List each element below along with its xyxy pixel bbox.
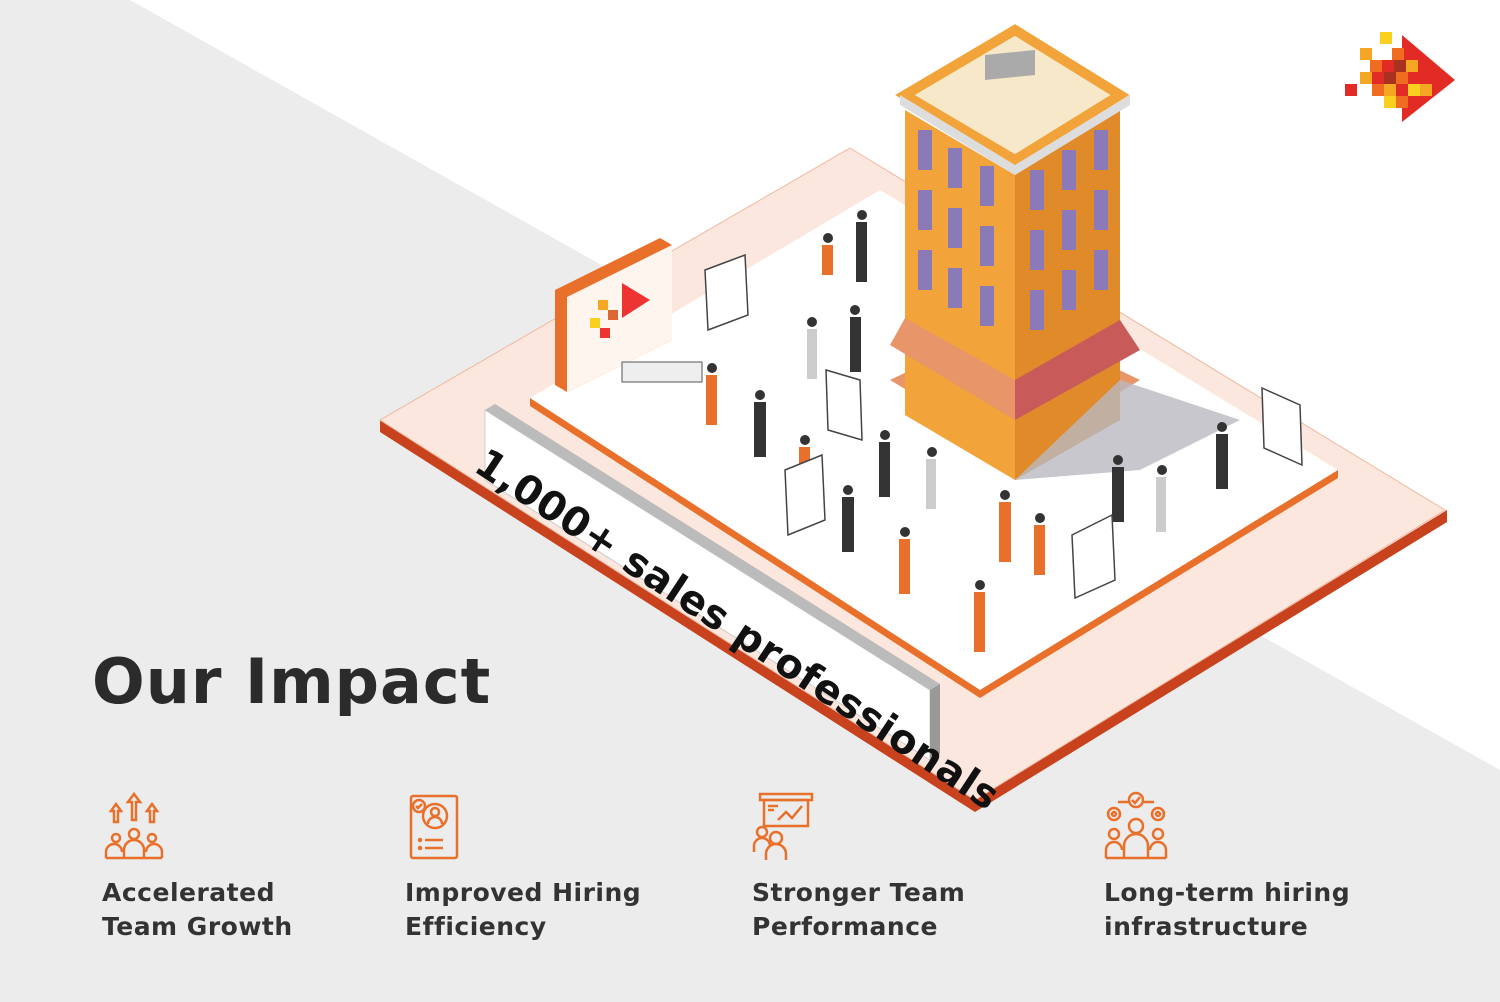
team-presentation-icon [752,792,814,860]
impact-line1: Stronger Team [752,878,966,907]
hiring-profile-icon [409,794,459,860]
resume-cards [704,253,1303,600]
banner-board [484,404,940,761]
billboard [555,238,672,392]
impact-line2: Efficiency [405,912,547,941]
team-growth-icon [104,791,164,860]
impact-line1: Accelerated [102,878,275,907]
impact-line2: infrastructure [1104,912,1309,941]
impact-line1: Long-term hiring [1104,878,1351,907]
impact-line2: Team Growth [102,912,293,941]
team-gears-icon [1104,791,1168,860]
impact-line1: Improved Hiring [405,878,642,907]
impact-line2: Performance [752,912,938,941]
building [890,24,1240,480]
page-title: Our Impact [92,645,492,718]
brand-logo [1345,32,1455,122]
impact-item-hiring-infrastructure: Long-term hiring infrastructure [1104,790,1404,944]
